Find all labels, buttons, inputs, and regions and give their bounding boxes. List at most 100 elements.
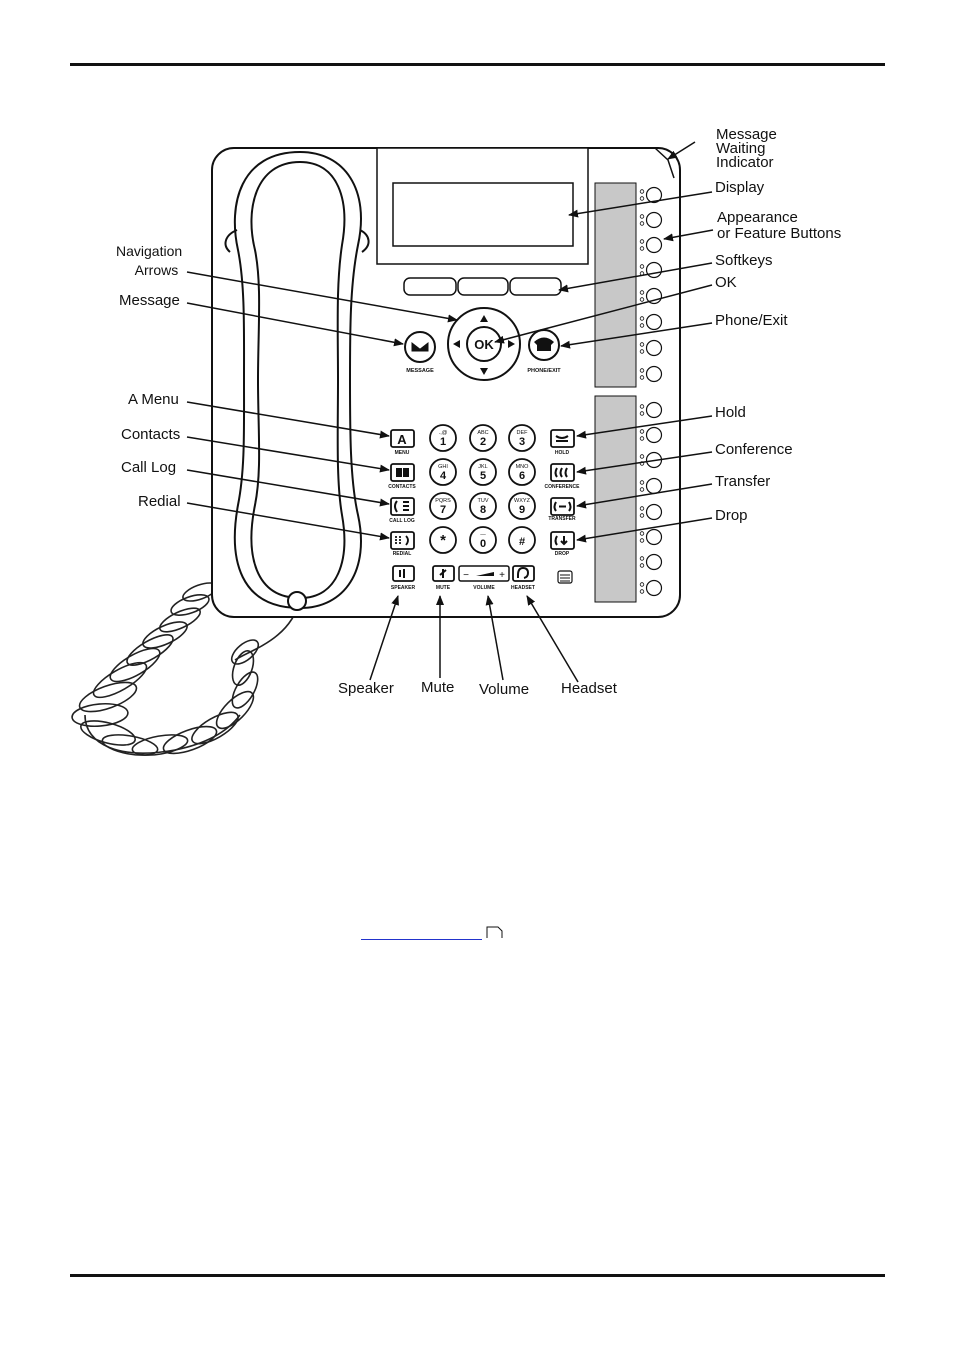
callout-phone-exit: Phone/Exit [715,312,788,329]
message-button-label: MESSAGE [406,368,434,374]
callout-speaker: Speaker [338,680,394,697]
keypad-key-letters: DEF [517,430,529,436]
redial-icon [395,535,409,546]
redial-button[interactable] [390,531,415,550]
appearance-button-10[interactable] [645,426,663,444]
appearance-button-9[interactable] [645,401,663,419]
speaker-icon [399,569,405,578]
keypad-key-3[interactable] [508,424,536,452]
appearance-button-12[interactable] [645,477,663,495]
keypad[interactable]: .,@1ABC2DEF3GHI4JKL5MNO6PQRS7TUV8WXYZ9*—… [429,424,536,554]
ok-button[interactable] [466,326,502,362]
keypad-key-letters: GHI [438,464,448,470]
headset-button-label: HEADSET [511,585,535,591]
keypad-key-9[interactable] [508,492,536,520]
drop-icon [554,535,568,546]
volume-rocker[interactable] [458,565,510,582]
button-label-strip-upper [594,182,637,388]
status-led-icon [639,297,645,302]
callout-appearance-buttons: Appearance or Feature Buttons [717,209,842,242]
keypad-key-digit: 6 [519,470,525,482]
a-menu-icon: A [397,432,407,447]
appearance-button-6[interactable] [645,313,663,331]
status-led-icon [639,214,645,219]
keypad-key-letters: JKL [478,464,487,470]
keypad-key-12[interactable] [508,526,536,554]
drop-button-label: DROP [555,551,570,557]
appearance-button-16[interactable] [645,579,663,597]
callout-conference: Conference [715,441,793,458]
call-log-button-label: CALL LOG [389,518,415,524]
status-led-icon [639,538,645,543]
callout-mute: Mute [421,679,455,696]
hold-icon [555,435,569,442]
appearance-button-1[interactable] [645,186,663,204]
right-function-keys[interactable]: HOLD CONFERENCE TRANSFER DROP [544,429,580,557]
menu-button[interactable] [390,429,415,448]
drop-button[interactable] [550,531,575,550]
status-led-icon [639,563,645,568]
keypad-key-digit: 1 [440,436,446,448]
callout-volume: Volume [479,681,530,698]
contacts-book-icon [396,468,409,477]
status-led-icon [639,264,645,269]
volume-plus-icon[interactable]: + [499,570,505,581]
nav-right-arrow-icon[interactable] [508,340,515,348]
conference-button[interactable] [550,463,575,482]
keypad-key-10[interactable] [429,526,457,554]
hold-button-label: HOLD [555,450,570,456]
keypad-key-11[interactable] [469,526,497,554]
nav-left-arrow-icon[interactable] [453,340,460,348]
keypad-key-1[interactable] [429,424,457,452]
page-reference-icon [486,926,503,938]
appearance-button-2[interactable] [645,211,663,229]
contacts-button[interactable] [390,463,415,482]
status-led-icon [639,506,645,511]
callout-contacts: Contacts [121,426,181,443]
callout-display: Display [715,179,765,196]
status-led-icon [639,436,645,441]
softkey-2[interactable] [457,277,509,296]
keypad-key-letters: PQRS [435,498,451,504]
keypad-key-7[interactable] [429,492,457,520]
status-led-icon [639,429,645,434]
cross-reference-link[interactable] [361,937,482,940]
menu-button-label: MENU [395,450,410,456]
transfer-button-label: TRANSFER [548,516,576,522]
call-log-icon [394,500,409,513]
appearance-button-8[interactable] [645,365,663,383]
top-rule [70,63,885,66]
status-led-icon [639,375,645,380]
keypad-key-5[interactable] [469,458,497,486]
appearance-button-13[interactable] [645,503,663,521]
navigation-cluster[interactable]: OK [447,307,521,381]
keypad-key-2[interactable] [469,424,497,452]
softkey-1[interactable] [403,277,457,296]
appearance-button-4[interactable] [645,261,663,279]
callout-a-menu: A Menu [128,391,179,408]
keypad-key-digit: 0 [480,538,486,550]
appearance-button-14[interactable] [645,528,663,546]
conference-button-label: CONFERENCE [544,484,580,490]
bottom-keys[interactable]: SPEAKER MUTE − + VOLUME HEADSET [391,565,573,591]
status-led-icon [639,349,645,354]
keypad-key-8[interactable] [469,492,497,520]
nav-up-arrow-icon[interactable] [480,315,488,322]
volume-minus-icon[interactable]: − [463,570,469,581]
leader-lines [186,141,714,683]
mute-icon [439,569,447,578]
softkey-3[interactable] [509,277,562,296]
keypad-key-6[interactable] [508,458,536,486]
left-function-keys[interactable]: A MENU CONTACTS CALL LOG REDIAL [388,429,416,557]
appearance-button-15[interactable] [645,553,663,571]
keypad-key-4[interactable] [429,458,457,486]
appearance-button-3[interactable] [645,236,663,254]
nav-down-arrow-icon[interactable] [480,368,488,375]
message-button[interactable] [404,331,436,363]
callout-ok: OK [715,274,737,291]
keypad-key-digit: # [519,536,525,548]
appearance-button-7[interactable] [645,339,663,357]
status-led-icon [639,342,645,347]
status-led-icon [639,454,645,459]
